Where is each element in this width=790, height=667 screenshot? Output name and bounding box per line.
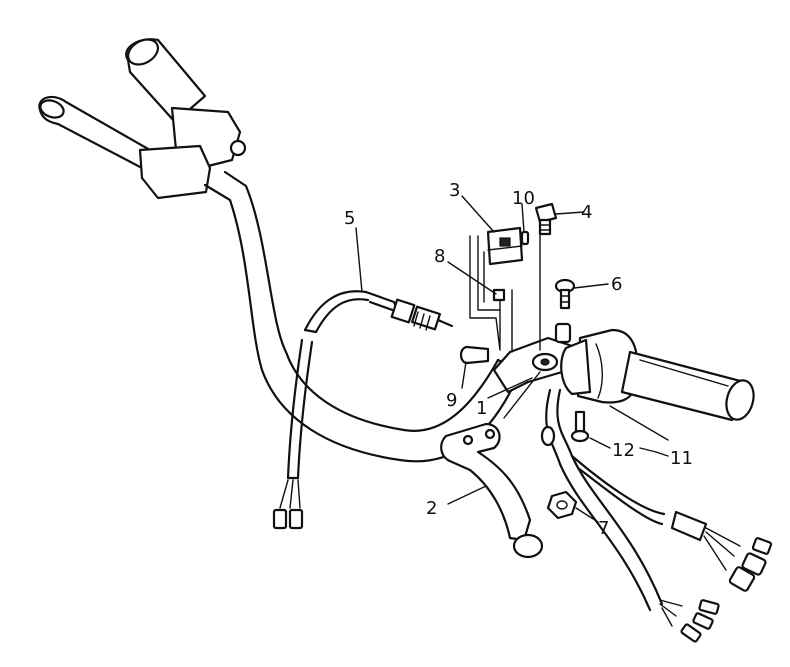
left-lever (38, 95, 152, 170)
part-10-pin (520, 230, 530, 246)
right-grip (620, 350, 755, 422)
part-8 (492, 288, 506, 349)
callout-10: 10 (512, 188, 535, 209)
part-2-lever (440, 422, 544, 559)
callout-labels: 1 2 3 4 5 6 7 8 9 10 11 12 (344, 180, 693, 539)
clutch-cable (303, 290, 454, 334)
right-wire-harness (540, 388, 773, 643)
callout-2: 2 (426, 498, 437, 519)
callout-5: 5 (344, 208, 355, 229)
leader-lines (355, 195, 669, 523)
callout-7: 7 (598, 518, 609, 539)
callout-3: 3 (449, 180, 460, 201)
part-7-nut (546, 490, 578, 520)
left-wire-harness (272, 338, 314, 530)
callout-9: 9 (446, 390, 457, 411)
part-6-screw (554, 278, 576, 310)
callout-1: 1 (476, 398, 487, 419)
handlebar (203, 170, 522, 463)
callout-4: 4 (581, 202, 592, 223)
part-12-screw (570, 410, 590, 443)
callout-12: 12 (612, 440, 635, 461)
left-switch-housing (138, 106, 247, 200)
callout-11: 11 (670, 448, 693, 469)
part-3-switch (477, 226, 524, 311)
part-9-bolt (459, 345, 490, 365)
part-4-bolt (534, 202, 558, 236)
callout-8: 8 (434, 246, 445, 267)
callout-6: 6 (611, 274, 622, 295)
